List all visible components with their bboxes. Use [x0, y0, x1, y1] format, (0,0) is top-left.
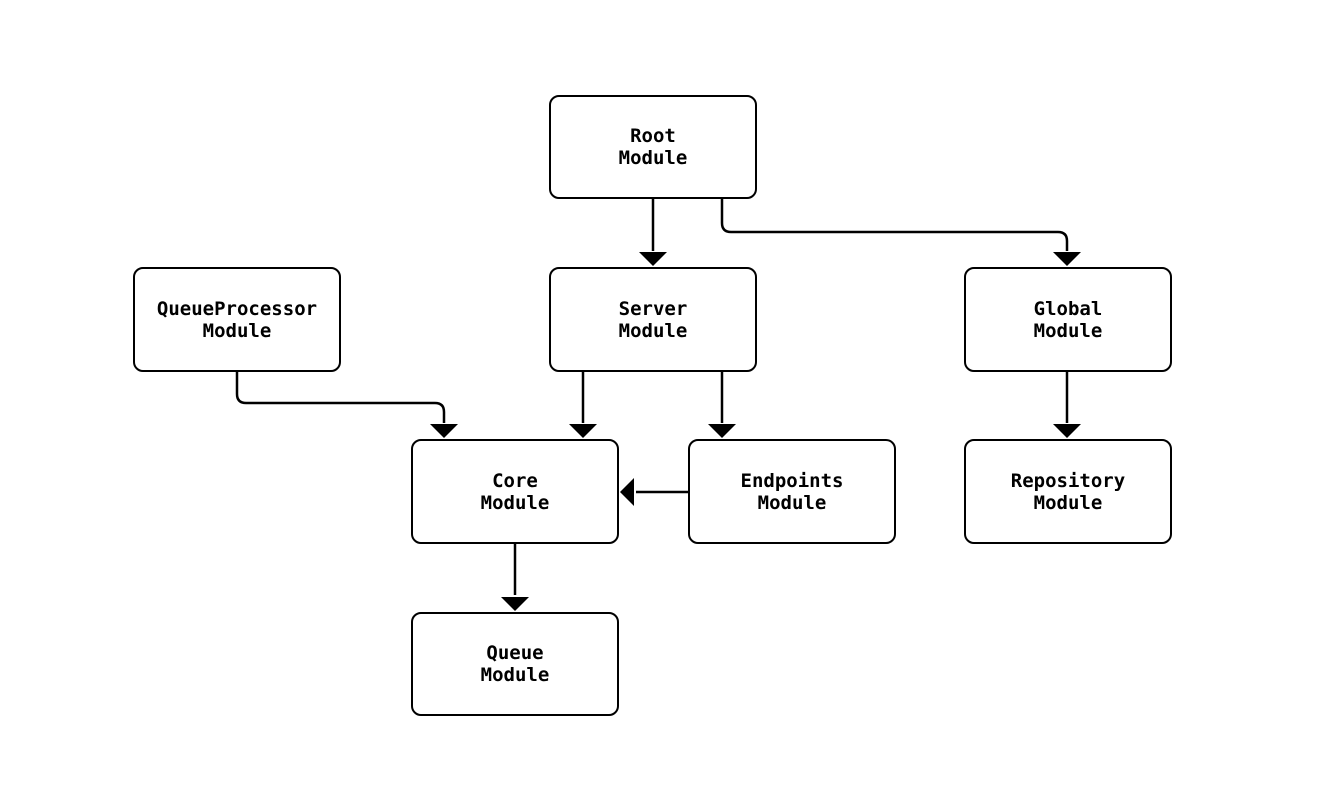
arrowhead-server-to-core-icon [569, 424, 597, 438]
node-label-line1: Repository [1010, 469, 1126, 492]
node-label-line2: Module [618, 319, 688, 342]
node-endpoints-module: Endpoints Module [688, 439, 896, 544]
node-label-line2: Module [480, 664, 550, 686]
node-root-module: Root Module [549, 95, 757, 199]
node-repository-module: Repository Module [964, 439, 1172, 544]
node-label-line2: Module [757, 491, 827, 514]
edge-queueprocessor-to-core [235, 372, 446, 423]
node-label-line1: Global [1033, 297, 1103, 320]
node-label-line1: Endpoints [740, 469, 844, 492]
node-label-line2: Module [618, 147, 688, 169]
node-label-line1: Root [630, 125, 676, 147]
edge-root-to-global [720, 199, 1069, 251]
node-label-line2: Module [1033, 319, 1103, 342]
arrowhead-server-to-endpoints-icon [708, 424, 736, 438]
arrowhead-root-to-global-icon [1053, 252, 1081, 266]
node-core-module: Core Module [411, 439, 619, 544]
node-label-line1: Core [492, 469, 538, 492]
node-label-line1: Server [618, 297, 688, 320]
node-label-line1: QueueProcessor [156, 297, 318, 320]
node-label-line2: Module [480, 491, 550, 514]
arrowhead-root-to-server-icon [639, 252, 667, 266]
node-queueprocessor-module: QueueProcessor Module [133, 267, 341, 372]
node-queue-module: Queue Module [411, 612, 619, 716]
node-server-module: Server Module [549, 267, 757, 372]
node-global-module: Global Module [964, 267, 1172, 372]
arrowhead-endpoints-to-core-icon [620, 478, 634, 506]
node-label-line2: Module [1033, 491, 1103, 514]
arrowhead-core-to-queue-icon [501, 597, 529, 611]
node-label-line1: Queue [486, 642, 544, 664]
arrowhead-queueprocessor-to-core-icon [430, 424, 458, 438]
arrowhead-global-to-repository-icon [1053, 424, 1081, 438]
node-label-line2: Module [202, 319, 272, 342]
